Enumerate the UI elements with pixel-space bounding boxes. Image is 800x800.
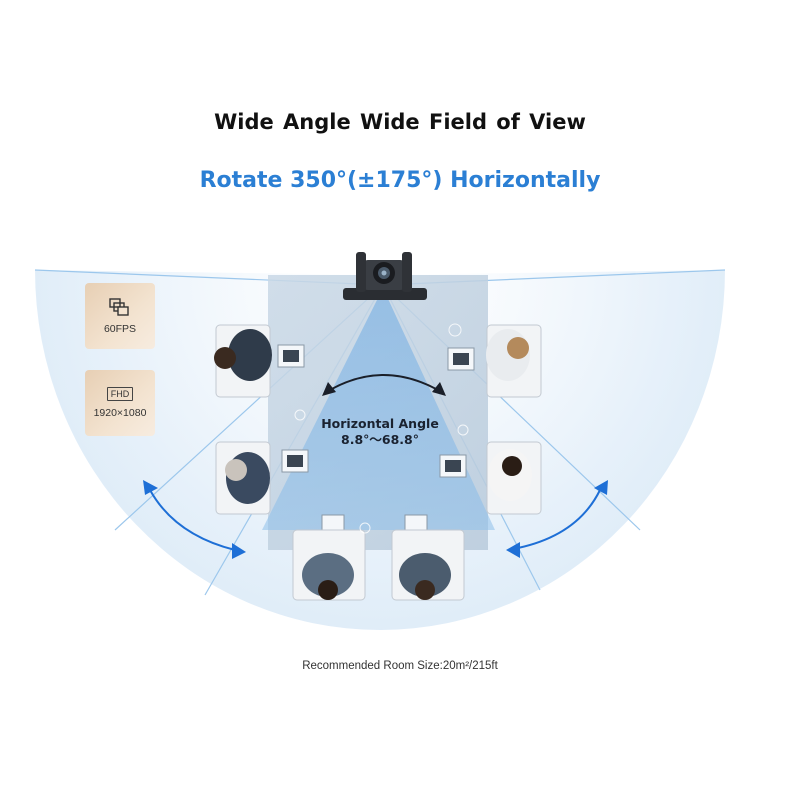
rotate-arrow-left (149, 489, 236, 551)
angle-range: 8.8°～68.8° (341, 432, 419, 447)
ptz-camera-icon (343, 252, 427, 300)
horizontal-angle-cone (262, 288, 495, 530)
resolution-label: 1920×1080 (93, 407, 147, 419)
resolution-badge: FHD 1920×1080 (85, 370, 155, 436)
conference-room-diagram: 60FPS FHD 1920×1080 Horizontal Angle 8.8… (0, 230, 800, 660)
fps-badge: 60FPS (85, 283, 155, 349)
angle-title: Horizontal Angle (321, 416, 439, 431)
fps-label: 60FPS (103, 323, 137, 335)
room-illustration (34, 252, 726, 630)
fhd-icon: FHD (106, 387, 134, 401)
frames-icon (109, 298, 129, 316)
horizontal-angle-label: Horizontal Angle 8.8°～68.8° (300, 416, 460, 448)
people (214, 329, 532, 600)
room-size-note: Recommended Room Size:20m²/215ft (302, 660, 498, 672)
page-subtitle: Rotate 350°(±175°) Horizontally (199, 168, 601, 193)
horizontal-angle-arrow (329, 374, 439, 391)
page-title: Wide Angle Wide Field of View (214, 110, 586, 134)
rotate-arrow-right (517, 489, 601, 549)
